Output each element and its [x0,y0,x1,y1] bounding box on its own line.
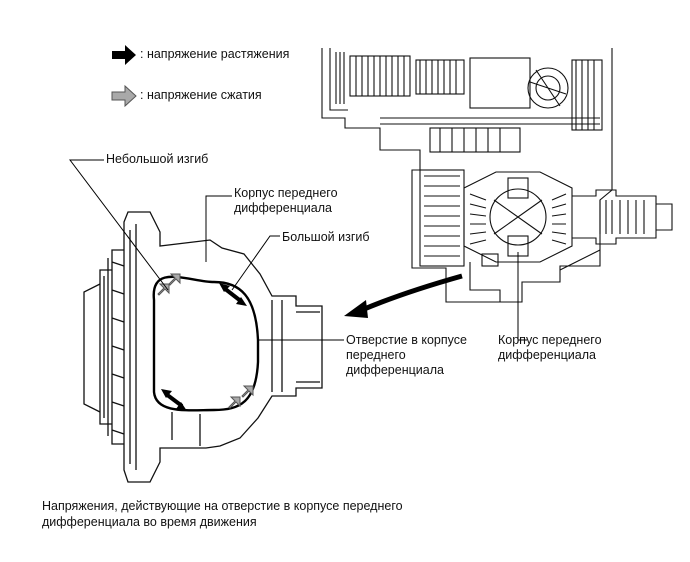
tension-legend-icon [112,45,136,65]
housing-upper-label: Корпус переднего дифференциала [234,186,338,215]
tension-arrow-upper [219,283,247,306]
leader-housing-upper [205,195,232,262]
transmission-assembly-drawing [321,48,673,303]
leader-large-bend [231,235,280,291]
compression-legend-icon [111,84,137,108]
housing-right-label: Корпус переднего дифференциала [498,333,602,362]
leader-housing-right [517,252,527,341]
tension-legend-label: : напряжение растяжения [140,47,290,61]
differential-housing-drawing [83,211,323,483]
large-bend-label: Большой изгиб [282,230,370,244]
leader-lines [68,159,527,341]
small-bend-label: Небольшой изгиб [106,152,209,166]
compression-arrow-upper [157,273,181,296]
leader-small-bend [68,159,169,291]
bore-label: Отверстие в корпусе переднего дифференци… [346,333,467,377]
tension-arrow-lower [161,389,187,411]
compression-arrow-lower [228,385,254,409]
detail-pointer-arrow [344,273,463,318]
diagram-caption: Напряжения, действующие на отверстие в к… [42,499,403,529]
compression-legend-label: : напряжение сжатия [140,88,262,102]
